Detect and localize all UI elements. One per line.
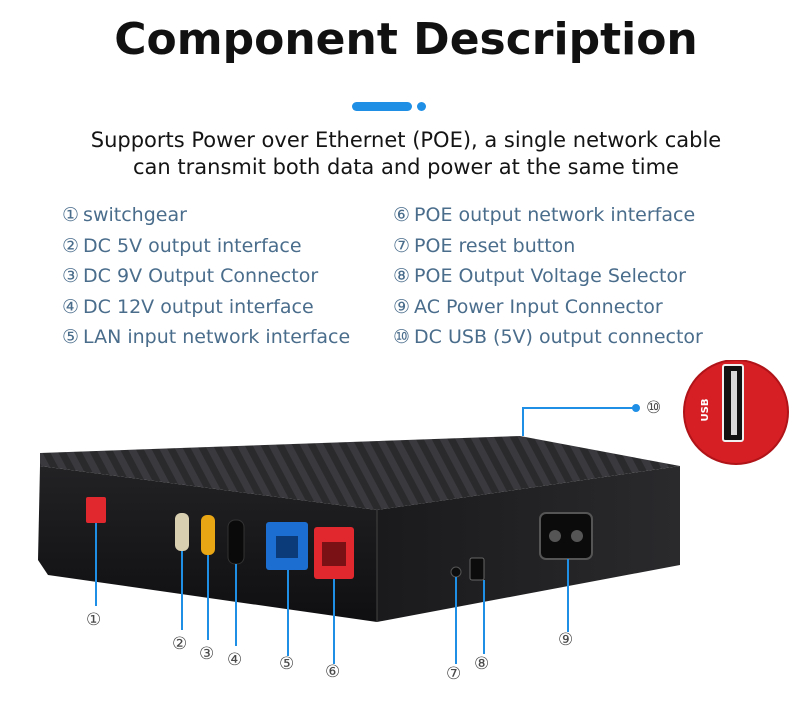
- callout-6: ⑥: [325, 662, 341, 682]
- item-label: POE Output Voltage Selector: [414, 265, 686, 287]
- ac-power-inlet: [539, 512, 593, 560]
- item-number: ①: [62, 204, 80, 226]
- title-accent-dot: [417, 102, 426, 111]
- reset-button: [450, 566, 462, 578]
- item-label: AC Power Input Connector: [414, 295, 663, 318]
- page-title: Component Description: [114, 14, 698, 65]
- dc-12v-port: [227, 519, 245, 565]
- subtitle: Supports Power over Ethernet (POE), a si…: [0, 127, 812, 181]
- item-number: ⑦: [393, 234, 411, 257]
- callout-10: ⑩: [646, 398, 662, 418]
- item-label: POE output network interface: [414, 204, 696, 226]
- item-number: ⑥: [393, 204, 411, 226]
- item-number: ④: [62, 295, 80, 318]
- item-label: LAN input network interface: [83, 326, 351, 348]
- item-label: switchgear: [83, 204, 187, 226]
- usb-label: USB: [700, 399, 711, 422]
- callout-4: ④: [227, 650, 243, 670]
- title-accent-bar: [352, 102, 412, 111]
- callout-8: ⑧: [474, 654, 490, 674]
- voltage-selector: [469, 557, 485, 581]
- item-number: ②: [62, 234, 80, 257]
- item-number: ⑧: [393, 265, 411, 287]
- power-switch: [86, 497, 106, 523]
- subtitle-line-2: can transmit both data and power at the …: [133, 155, 679, 179]
- callout-5: ⑤: [279, 654, 295, 674]
- item-number: ⑩: [393, 326, 411, 348]
- callout-3: ③: [199, 644, 215, 664]
- item-label: POE reset button: [414, 234, 576, 257]
- callout-1: ①: [86, 610, 102, 630]
- poe-device-illustration: USB: [38, 360, 789, 664]
- callout-9: ⑨: [558, 630, 574, 650]
- subtitle-line-1: Supports Power over Ethernet (POE), a si…: [90, 128, 722, 152]
- device-right-face: [377, 466, 680, 622]
- item-label: DC USB (5V) output connector: [414, 326, 703, 348]
- callout-2: ②: [172, 634, 188, 654]
- item-number: ③: [62, 265, 80, 287]
- item-label: DC 9V Output Connector: [83, 265, 319, 287]
- item-label: DC 5V output interface: [83, 234, 302, 257]
- item-number: ⑤: [62, 326, 80, 348]
- item-number: ⑨: [393, 295, 411, 318]
- dc-9v-port: [201, 515, 215, 555]
- callout-lines: [95, 404, 640, 664]
- device-top-surface: [40, 436, 680, 510]
- item-label: DC 12V output interface: [83, 295, 314, 318]
- usb-inset: USB: [683, 360, 789, 465]
- callout-7: ⑦: [446, 664, 462, 684]
- dc-5v-port: [175, 513, 189, 551]
